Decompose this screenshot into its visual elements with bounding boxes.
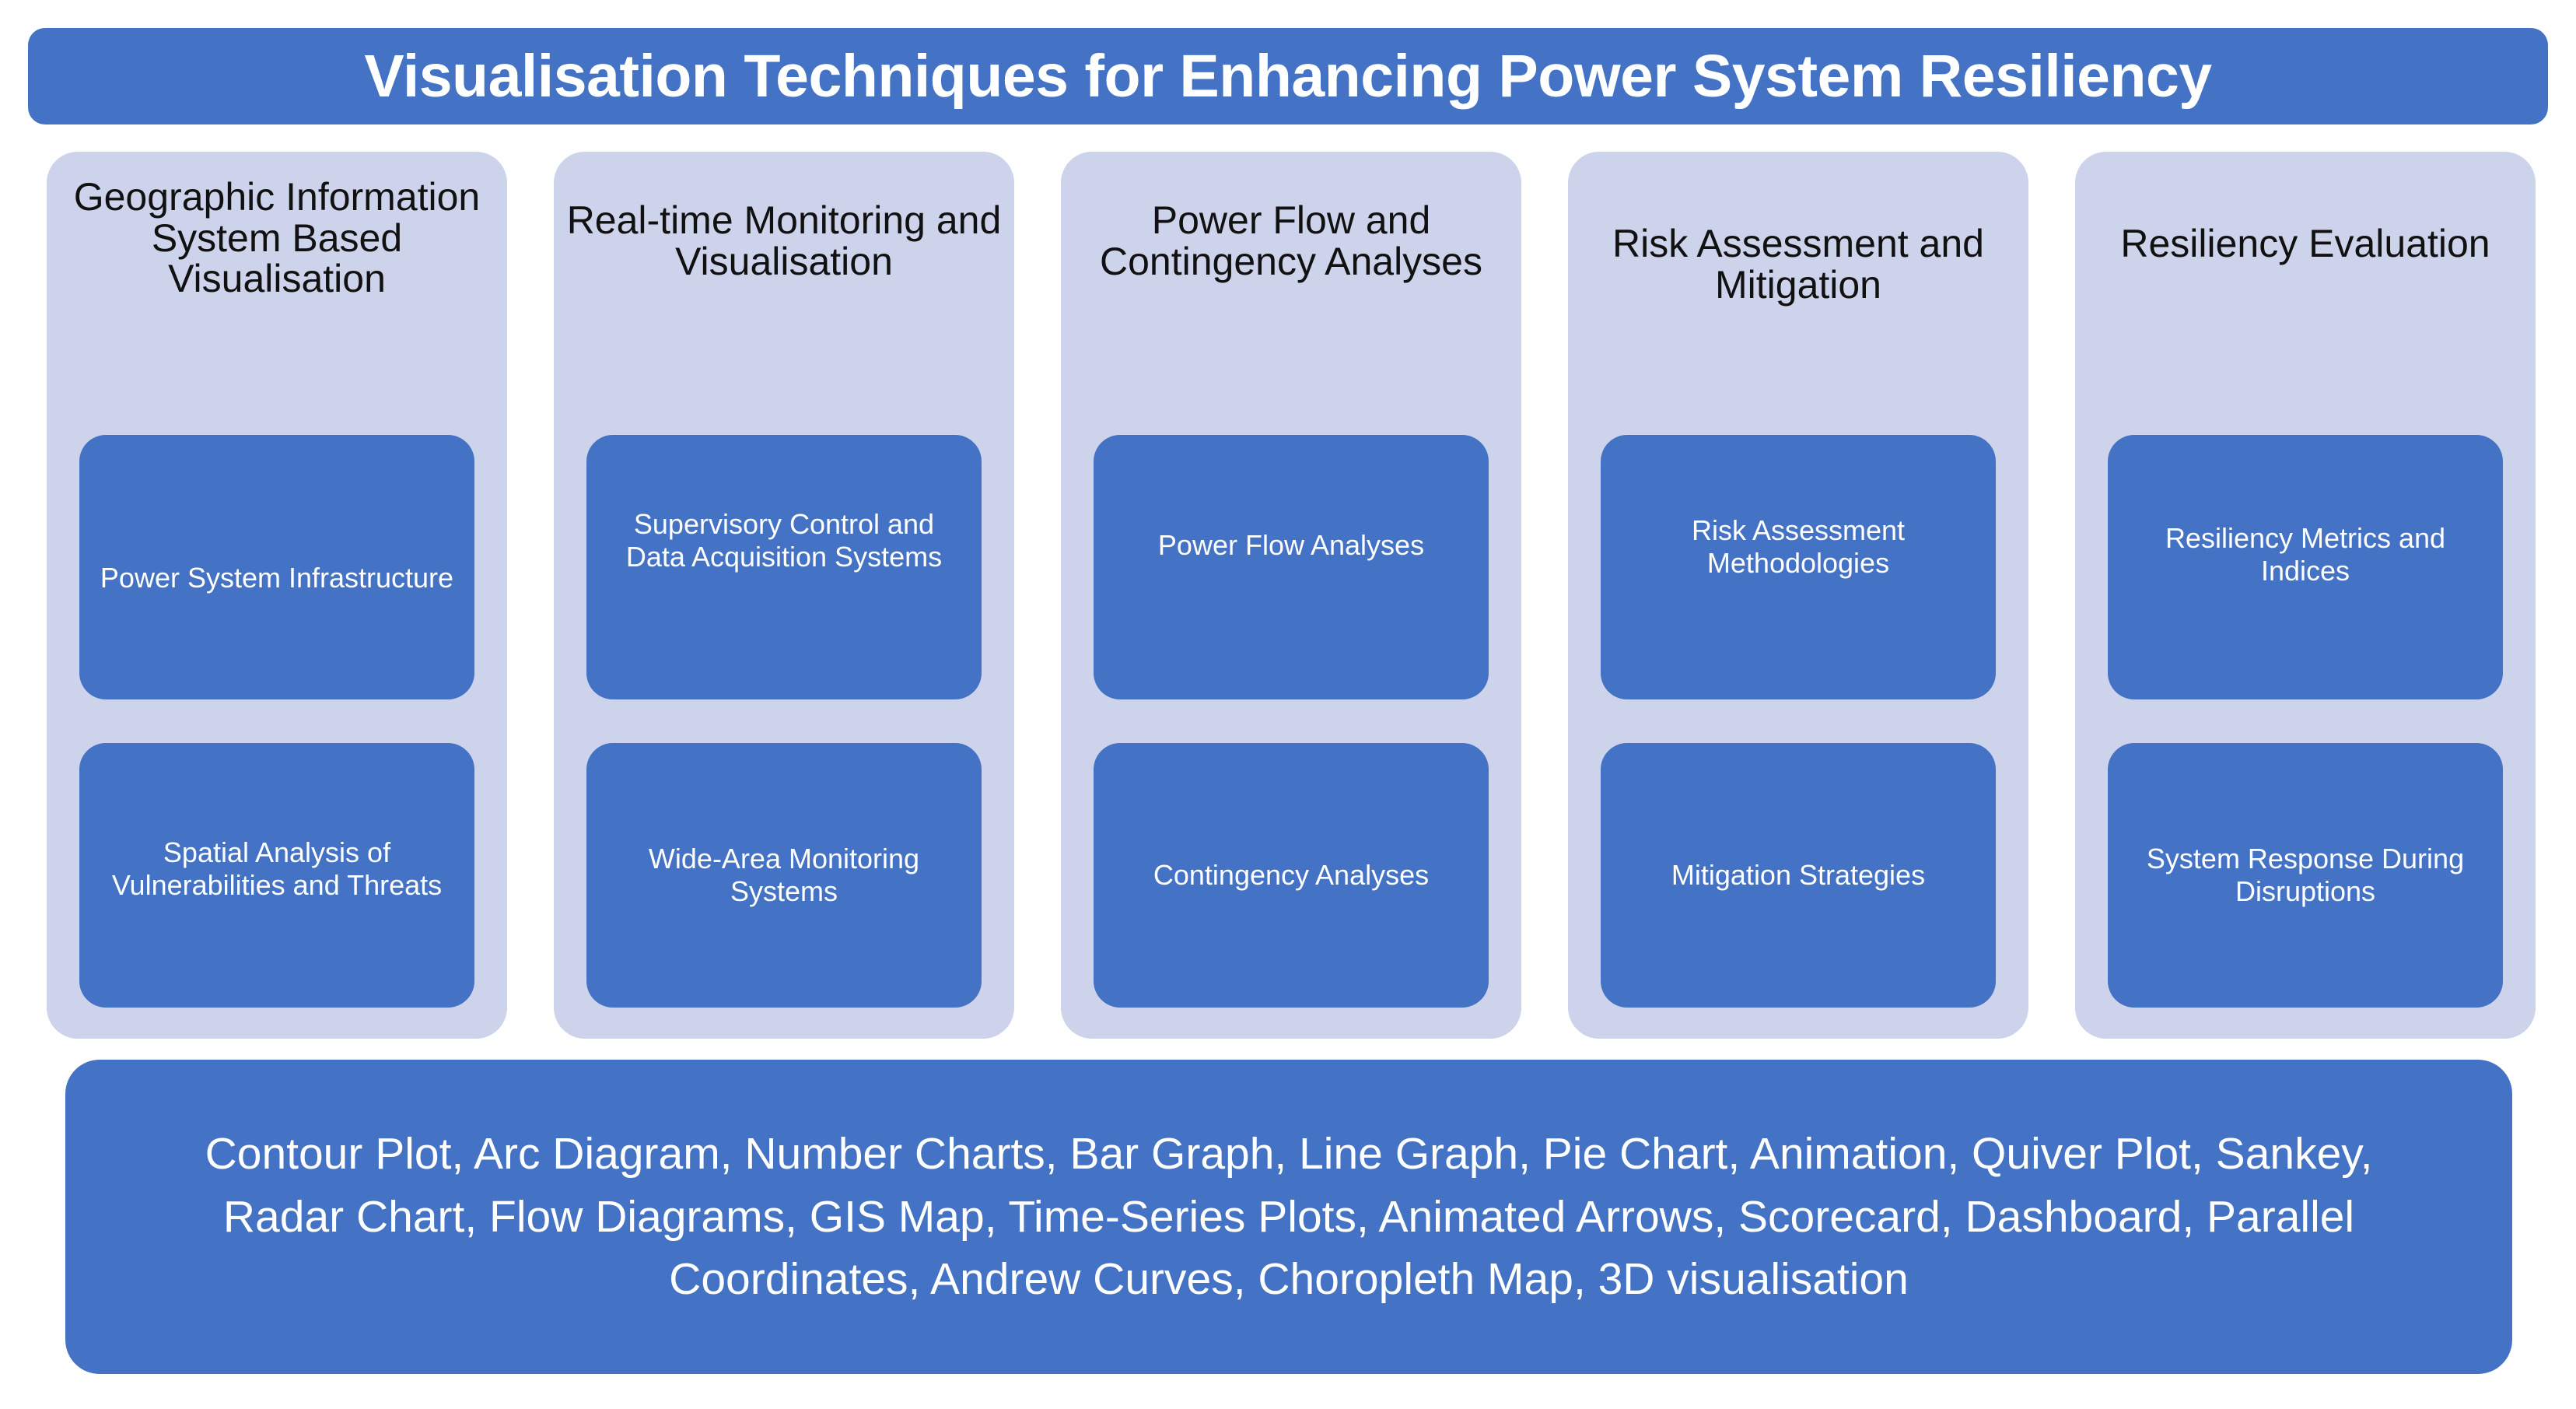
- category-column-risk-assessment: Risk Assessment and Mitigation Risk Asse…: [1568, 152, 2028, 1039]
- column-header-gis: Geographic Information System Based Visu…: [73, 175, 481, 300]
- subitem-box[interactable]: Wide-Area Monitoring Systems: [586, 743, 982, 1008]
- subitem-label: System Response During Disruptions: [2146, 842, 2465, 907]
- subitem-list-realtime-monitoring: Supervisory Control and Data Acquisition…: [554, 435, 1014, 1039]
- subitem-box[interactable]: Spatial Analysis of Vulnerabilities and …: [79, 743, 474, 1008]
- techniques-banner: Contour Plot, Arc Diagram, Number Charts…: [65, 1060, 2512, 1374]
- category-column-gis: Geographic Information System Based Visu…: [47, 152, 507, 1039]
- subitem-box[interactable]: Resiliency Metrics and Indices: [2108, 435, 2503, 699]
- subitem-box[interactable]: System Response During Disruptions: [2108, 743, 2503, 1008]
- column-header-realtime-monitoring: Real-time Monitoring and Visualisation: [566, 198, 1002, 283]
- subitem-label: Spatial Analysis of Vulnerabilities and …: [111, 836, 443, 901]
- subitem-box[interactable]: Contingency Analyses: [1094, 743, 1489, 1008]
- subitem-label: Power System Infrastructure: [100, 561, 454, 594]
- subitem-label: Power Flow Analyses: [1157, 528, 1425, 561]
- subitem-box[interactable]: Risk Assessment Methodologies: [1601, 435, 1996, 699]
- subitem-label: Mitigation Strategies: [1671, 858, 1926, 891]
- title-banner: Visualisation Techniques for Enhancing P…: [28, 28, 2548, 124]
- subitem-label: Wide-Area Monitoring Systems: [648, 842, 920, 907]
- subitem-label: Resiliency Metrics and Indices: [2165, 521, 2446, 587]
- subitem-box[interactable]: Mitigation Strategies: [1601, 743, 1996, 1008]
- subitem-label: Contingency Analyses: [1153, 858, 1430, 891]
- subitem-list-risk-assessment: Risk Assessment Methodologies Mitigation…: [1568, 435, 2028, 1039]
- subitem-list-gis: Power System Infrastructure Spatial Anal…: [47, 435, 507, 1039]
- category-column-power-flow: Power Flow and Contingency Analyses Powe…: [1061, 152, 1521, 1039]
- column-header-risk-assessment: Risk Assessment and Mitigation: [1612, 222, 1984, 307]
- subitem-list-power-flow: Power Flow Analyses Contingency Analyses: [1061, 435, 1521, 1039]
- category-column-realtime-monitoring: Real-time Monitoring and Visualisation S…: [554, 152, 1014, 1039]
- category-columns: Geographic Information System Based Visu…: [47, 152, 2536, 1039]
- subitem-label: Supervisory Control and Data Acquisition…: [625, 507, 943, 573]
- techniques-list-text: Contour Plot, Arc Diagram, Number Charts…: [205, 1128, 2373, 1305]
- page-title: Visualisation Techniques for Enhancing P…: [364, 42, 2212, 110]
- category-column-resiliency-evaluation: Resiliency Evaluation Resiliency Metrics…: [2075, 152, 2536, 1039]
- column-header-power-flow: Power Flow and Contingency Analyses: [1100, 198, 1482, 283]
- subitem-box[interactable]: Power Flow Analyses: [1094, 435, 1489, 699]
- subitem-box[interactable]: Supervisory Control and Data Acquisition…: [586, 435, 982, 699]
- column-header-resiliency-evaluation: Resiliency Evaluation: [2120, 222, 2490, 265]
- subitem-list-resiliency-evaluation: Resiliency Metrics and Indices System Re…: [2075, 435, 2536, 1039]
- subitem-label: Risk Assessment Methodologies: [1691, 513, 1906, 579]
- subitem-box[interactable]: Power System Infrastructure: [79, 435, 474, 699]
